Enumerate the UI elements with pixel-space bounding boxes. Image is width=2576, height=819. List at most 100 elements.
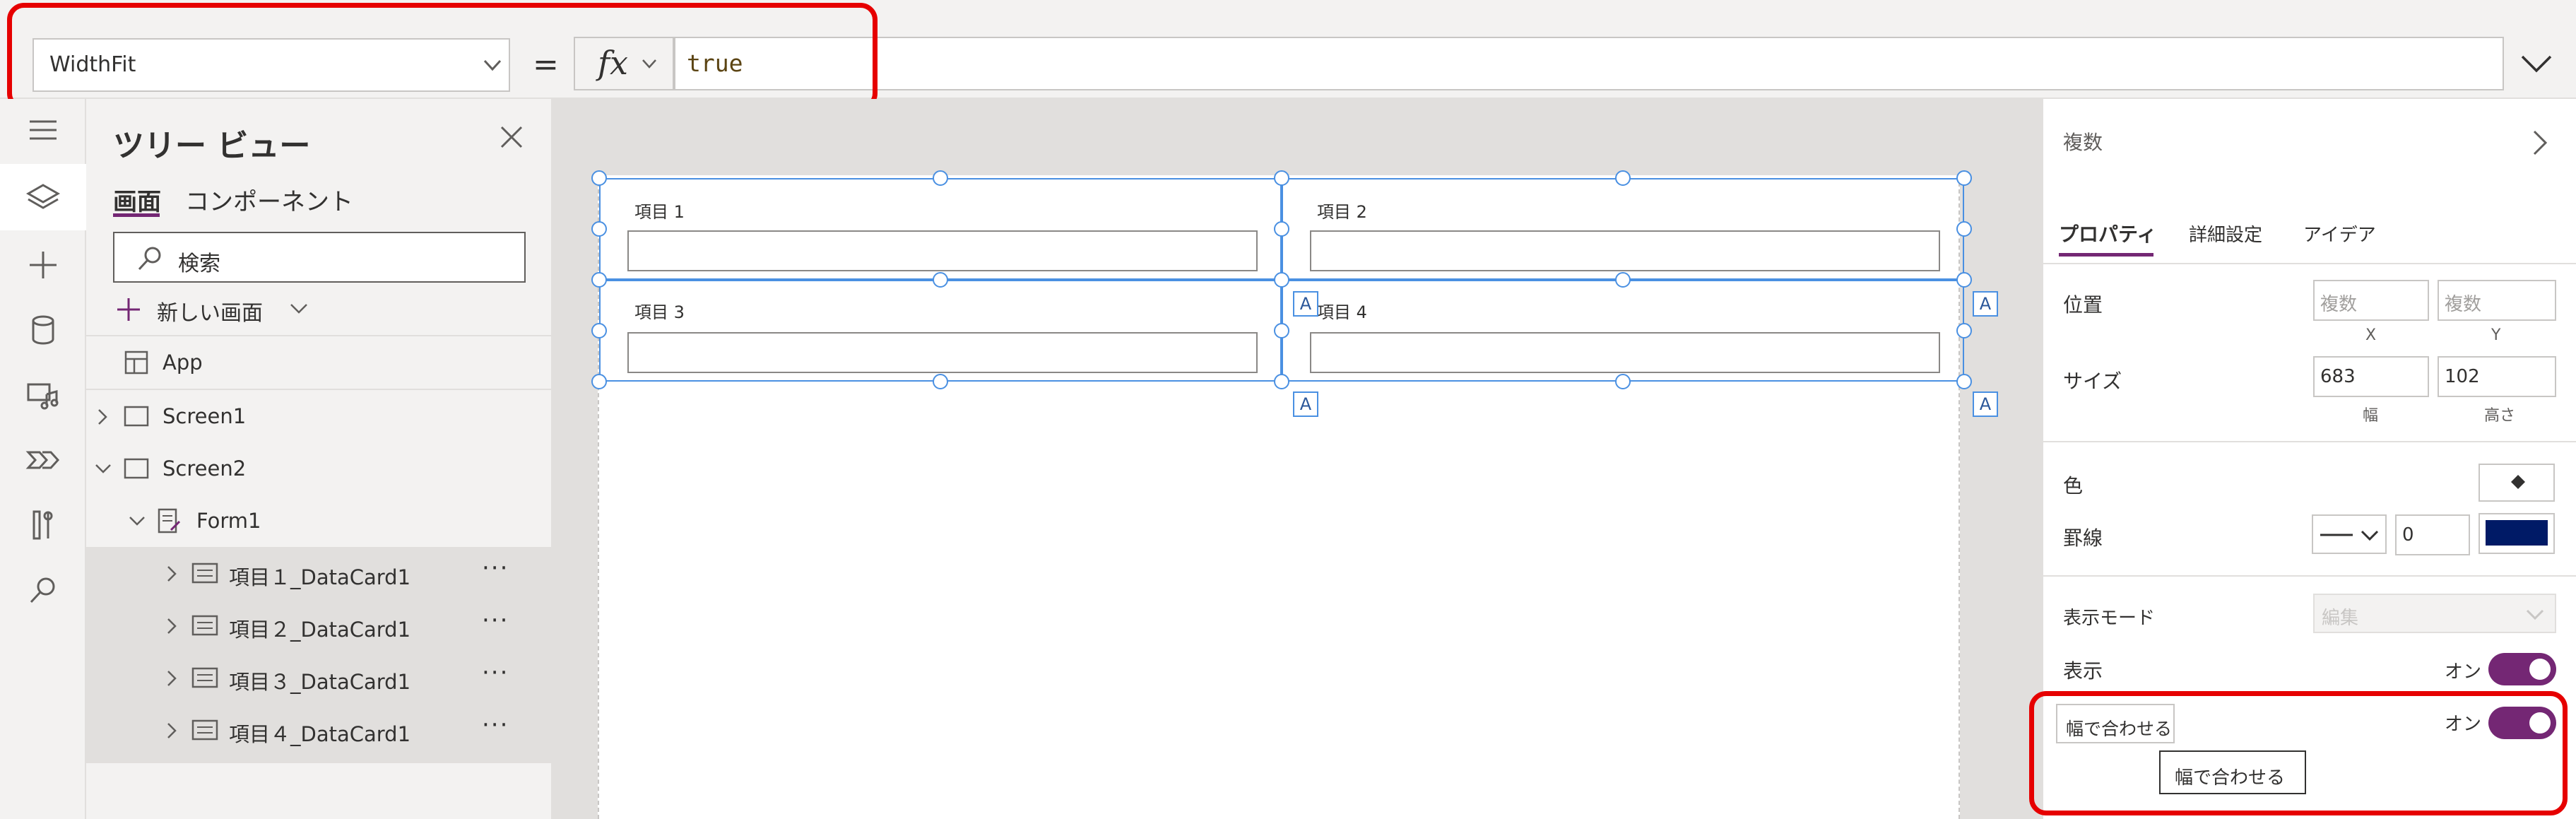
text-badge[interactable]: A bbox=[1973, 291, 1998, 317]
app-icon bbox=[124, 350, 148, 375]
search-icon bbox=[138, 247, 161, 271]
resize-handle[interactable] bbox=[591, 170, 607, 186]
visible-state: オン bbox=[2445, 661, 2482, 683]
resize-handle[interactable] bbox=[1274, 374, 1289, 389]
search-icon[interactable] bbox=[18, 565, 68, 615]
tree-item-label: App bbox=[163, 350, 203, 375]
display-mode-label: 表示モード bbox=[2063, 608, 2156, 629]
tab-screens[interactable]: 画面 bbox=[113, 188, 161, 216]
datacard-icon bbox=[191, 615, 218, 636]
resize-handle[interactable] bbox=[1615, 170, 1631, 186]
chevron-down-icon bbox=[2526, 609, 2544, 620]
tree-search-input[interactable]: 検索 bbox=[113, 232, 526, 283]
width-input[interactable]: 683 bbox=[2313, 356, 2429, 397]
fx-button[interactable]: fx bbox=[574, 37, 674, 90]
power-automate-icon[interactable] bbox=[18, 435, 68, 485]
border-style-dropdown[interactable] bbox=[2312, 514, 2387, 554]
resize-handle[interactable] bbox=[933, 170, 948, 186]
more-options-icon[interactable]: ··· bbox=[482, 711, 509, 739]
tab-properties[interactable]: プロパティ bbox=[2059, 223, 2157, 246]
chevron-down-icon bbox=[129, 517, 145, 526]
resize-handle[interactable] bbox=[1274, 323, 1289, 338]
new-screen-button[interactable]: 新しい画面 bbox=[113, 291, 325, 326]
tree-item-screen2[interactable]: Screen2 bbox=[86, 442, 553, 495]
expand-formula-chevron-icon[interactable] bbox=[2515, 42, 2558, 85]
resize-handle[interactable] bbox=[1274, 170, 1289, 186]
hamburger-icon[interactable] bbox=[18, 106, 68, 155]
resize-handle[interactable] bbox=[591, 374, 607, 389]
card-input[interactable] bbox=[1310, 230, 1940, 271]
media-icon[interactable] bbox=[18, 370, 68, 420]
formula-highlight-box bbox=[7, 3, 878, 110]
chevron-right-icon[interactable] bbox=[2531, 129, 2549, 157]
tree-item-label: 項目４_DataCard1 bbox=[229, 722, 411, 746]
tree-item-app[interactable]: App bbox=[86, 336, 553, 389]
resize-handle[interactable] bbox=[1956, 221, 1972, 237]
fill-color-button[interactable] bbox=[2478, 464, 2555, 502]
widthfit-label-box[interactable]: 幅で合わせる bbox=[2056, 704, 2175, 743]
data-card[interactable]: 項目 2 bbox=[1282, 178, 1964, 280]
text-badge[interactable]: A bbox=[1293, 291, 1318, 317]
tools-icon[interactable] bbox=[18, 500, 68, 550]
resize-handle[interactable] bbox=[1956, 323, 1972, 338]
tree-item-datacard[interactable]: 項目４_DataCard1 ··· bbox=[86, 704, 553, 756]
resize-handle[interactable] bbox=[1956, 170, 1972, 186]
tree-item-form1[interactable]: Form1 bbox=[86, 495, 553, 547]
data-card[interactable]: 項目 4 bbox=[1282, 280, 1964, 382]
resize-handle[interactable] bbox=[1274, 221, 1289, 237]
visible-toggle[interactable] bbox=[2488, 653, 2556, 685]
tab-components[interactable]: コンポーネント bbox=[185, 188, 353, 216]
data-card[interactable]: 項目 3 bbox=[599, 280, 1282, 382]
resize-handle[interactable] bbox=[591, 221, 607, 237]
plus-icon[interactable] bbox=[18, 240, 68, 290]
tab-advanced[interactable]: 詳細設定 bbox=[2189, 225, 2263, 246]
text-badge[interactable]: A bbox=[1973, 391, 1998, 417]
more-options-icon[interactable]: ··· bbox=[482, 659, 509, 687]
chevron-down-icon bbox=[642, 59, 656, 69]
resize-handle[interactable] bbox=[1956, 272, 1972, 288]
equals-sign: = bbox=[533, 47, 559, 83]
tree-divider bbox=[86, 335, 553, 336]
resize-handle[interactable] bbox=[1615, 374, 1631, 389]
tree-item-datacard[interactable]: 項目２_DataCard1 ··· bbox=[86, 599, 553, 652]
card-input[interactable] bbox=[627, 230, 1258, 271]
property-dropdown-value: WidthFit bbox=[49, 52, 136, 77]
border-color-swatch bbox=[2486, 520, 2548, 546]
tree-item-screen1[interactable]: Screen1 bbox=[86, 390, 553, 442]
resize-handle[interactable] bbox=[933, 272, 948, 288]
card-input[interactable] bbox=[1310, 332, 1940, 373]
left-rail bbox=[0, 99, 86, 819]
position-x-input[interactable]: 複数 bbox=[2313, 280, 2429, 321]
text-badge[interactable]: A bbox=[1293, 391, 1318, 417]
tree-view-rail-button[interactable] bbox=[0, 164, 86, 230]
widthfit-toggle[interactable] bbox=[2488, 707, 2556, 739]
close-icon[interactable] bbox=[496, 122, 527, 153]
tree-item-datacard[interactable]: 項目１_DataCard1 ··· bbox=[86, 547, 553, 599]
border-width-input[interactable]: 0 bbox=[2395, 514, 2470, 555]
width-hint: 幅 bbox=[2363, 407, 2379, 425]
tab-ideas[interactable]: アイデア bbox=[2303, 225, 2376, 246]
data-card[interactable]: 項目 1 bbox=[599, 178, 1282, 280]
tree-selection-fill bbox=[86, 756, 553, 763]
formula-input[interactable]: true bbox=[674, 37, 2504, 90]
resize-handle[interactable] bbox=[591, 323, 607, 338]
more-options-icon[interactable]: ··· bbox=[482, 554, 509, 582]
card-input[interactable] bbox=[627, 332, 1258, 373]
position-label: 位置 bbox=[2063, 293, 2103, 317]
position-y-input[interactable]: 複数 bbox=[2438, 280, 2556, 321]
resize-handle[interactable] bbox=[933, 374, 948, 389]
form-icon bbox=[158, 508, 181, 534]
more-options-icon[interactable]: ··· bbox=[482, 606, 509, 635]
divider bbox=[2043, 263, 2576, 264]
border-color-button[interactable] bbox=[2478, 513, 2555, 554]
database-icon[interactable] bbox=[18, 305, 68, 355]
resize-handle[interactable] bbox=[1956, 374, 1972, 389]
resize-handle[interactable] bbox=[591, 272, 607, 288]
resize-handle[interactable] bbox=[1274, 272, 1289, 288]
resize-handle[interactable] bbox=[1615, 272, 1631, 288]
screen-icon bbox=[124, 458, 149, 479]
tree-item-datacard[interactable]: 項目３_DataCard1 ··· bbox=[86, 652, 553, 704]
property-dropdown[interactable]: WidthFit bbox=[33, 38, 510, 92]
display-mode-dropdown[interactable]: 編集 bbox=[2313, 594, 2556, 633]
height-input[interactable]: 102 bbox=[2438, 356, 2556, 397]
